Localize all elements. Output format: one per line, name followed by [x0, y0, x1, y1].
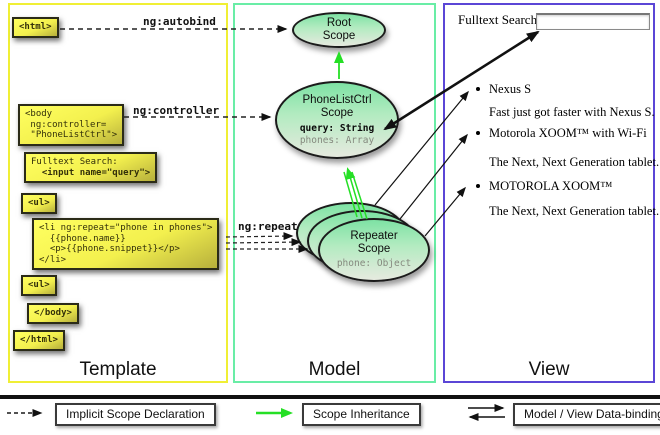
fulltext-code-label: Fulltext Search:: [31, 157, 118, 167]
legend-separator-line: [0, 395, 660, 399]
code-box-ul-close: <ul>: [21, 275, 57, 296]
code-box-html-open: <html>: [12, 17, 59, 38]
view-panel-title: View: [528, 359, 570, 380]
input-code-line: <input name="query">: [31, 167, 151, 178]
bullet-dot: [476, 184, 480, 188]
phonelistctrl-scope-ellipse: PhoneListCtrl Scope query: String phones…: [275, 81, 399, 159]
legend-scope-inheritance: Scope Inheritance: [302, 403, 421, 426]
bullet-dot: [476, 131, 480, 135]
code-box-ul-open: <ul>: [21, 193, 57, 214]
template-panel-title: Template: [79, 359, 157, 380]
view-item-desc: Fast just got faster with Nexus S.: [489, 105, 655, 119]
view-item-title: Nexus S: [489, 82, 532, 96]
repeater-scope-name: Repeater Scope: [350, 230, 398, 255]
phones-property: phones: Array: [299, 134, 375, 146]
label-ng-autobind: ng:autobind: [143, 15, 216, 28]
bullet-dot: [476, 87, 480, 91]
code-box-body-open: <body ng:controller= "PhoneListCtrl">: [18, 104, 125, 146]
code-box-fulltext: Fulltext Search: <input name="query">: [24, 152, 158, 183]
code-box-li-repeat: <li ng:repeat="phone in phones"> {{phone…: [32, 218, 220, 270]
phone-property: phone: Object: [336, 258, 412, 269]
search-input[interactable]: [536, 13, 650, 30]
fulltext-search-label: Fulltext Search:: [458, 12, 541, 27]
code-box-body-close: </body>: [27, 303, 79, 324]
legend-implicit-scope-declaration: Implicit Scope Declaration: [55, 403, 216, 426]
view-item-desc: The Next, Next Generation tablet.: [489, 155, 660, 169]
code-box-html-close: </html>: [13, 330, 65, 351]
root-scope-name: Root Scope: [322, 17, 356, 42]
query-property: query: String: [299, 122, 375, 134]
view-item-title: MOTOROLA XOOM™: [489, 179, 613, 193]
model-panel: [233, 3, 436, 383]
phonelistctrl-scope-name: PhoneListCtrl Scope: [302, 93, 372, 119]
model-panel-title: Model: [308, 359, 361, 380]
view-item-desc: The Next, Next Generation tablet.: [489, 204, 660, 218]
root-scope-ellipse: Root Scope: [292, 12, 386, 48]
label-ng-repeat: ng:repeat: [238, 220, 298, 233]
view-item-title: Motorola XOOM™ with Wi-Fi: [489, 126, 647, 140]
legend-model-view-data-binding: Model / View Data-binding: [513, 403, 660, 426]
label-ng-controller: ng:controller: [133, 104, 220, 117]
repeater-scope-ellipse-front: Repeater Scope phone: Object: [318, 218, 430, 282]
